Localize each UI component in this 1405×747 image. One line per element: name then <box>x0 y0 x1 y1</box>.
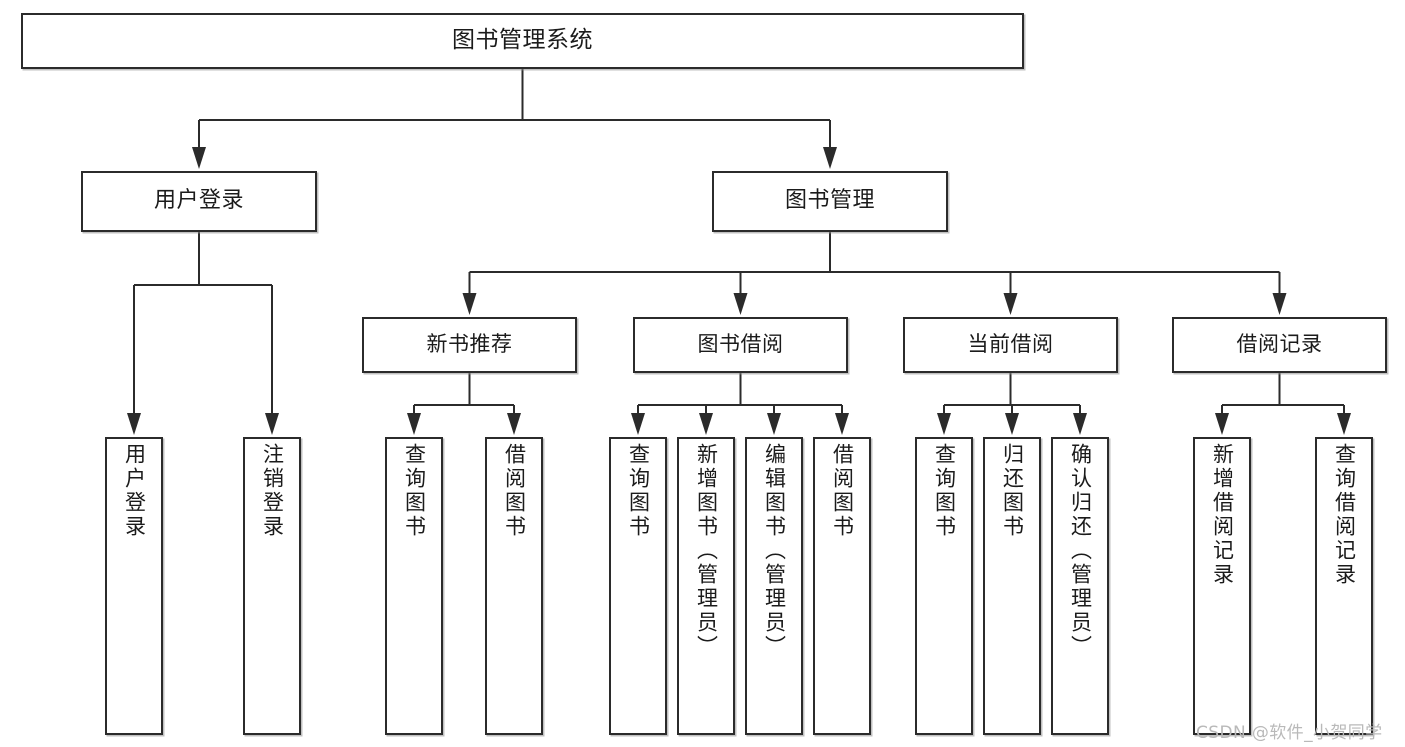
node-leaf-query-book-3[interactable]: 查询图书 <box>915 437 973 735</box>
node-label: 归还图书 <box>1000 443 1025 539</box>
node-label: 图书管理系统 <box>452 27 593 54</box>
node-label: 用户登录 <box>153 188 244 214</box>
arrowhead-current-borrow <box>1003 293 1018 315</box>
node-label: 借阅记录 <box>1236 332 1323 357</box>
arrowhead-leaf-user-login <box>127 413 141 435</box>
node-label: 查询借阅记录 <box>1332 443 1357 587</box>
arrowhead-leaf-query-book-2 <box>631 413 645 435</box>
node-label: 新增借阅记录 <box>1210 443 1235 587</box>
arrowhead-book-borrow <box>733 293 748 315</box>
node-label: 用户登录 <box>122 443 147 539</box>
node-leaf-borrow-book-2[interactable]: 借阅图书 <box>813 437 871 735</box>
node-label: 当前借阅 <box>967 332 1054 357</box>
node-leaf-add-record[interactable]: 新增借阅记录 <box>1193 437 1251 735</box>
node-label: 新书推荐 <box>426 332 513 357</box>
node-leaf-query-record[interactable]: 查询借阅记录 <box>1315 437 1373 735</box>
node-new-book-rec[interactable]: 新书推荐 <box>362 317 577 373</box>
arrowhead-leaf-return-book <box>1005 413 1019 435</box>
node-label: 查询图书 <box>402 443 427 539</box>
node-leaf-query-book-2[interactable]: 查询图书 <box>609 437 667 735</box>
node-current-borrow[interactable]: 当前借阅 <box>903 317 1118 373</box>
node-label: 编辑图书（管理员） <box>762 443 787 659</box>
node-leaf-return-book[interactable]: 归还图书 <box>983 437 1041 735</box>
node-borrow-record[interactable]: 借阅记录 <box>1172 317 1387 373</box>
arrowhead-leaf-query-record <box>1337 413 1351 435</box>
node-root[interactable]: 图书管理系统 <box>21 13 1024 69</box>
arrowhead-leaf-edit-book <box>767 413 781 435</box>
node-leaf-edit-book[interactable]: 编辑图书（管理员） <box>745 437 803 735</box>
node-leaf-borrow-book-1[interactable]: 借阅图书 <box>485 437 543 735</box>
node-label: 查询图书 <box>932 443 957 539</box>
node-label: 图书管理 <box>784 188 875 214</box>
arrowhead-leaf-add-book <box>699 413 713 435</box>
node-book-borrow[interactable]: 图书借阅 <box>633 317 848 373</box>
arrowhead-leaf-add-record <box>1215 413 1229 435</box>
node-leaf-query-book-1[interactable]: 查询图书 <box>385 437 443 735</box>
node-label: 图书借阅 <box>697 332 784 357</box>
node-label: 借阅图书 <box>830 443 855 539</box>
arrowhead-borrow-record <box>1272 293 1287 315</box>
arrowhead-user-login <box>192 147 206 169</box>
node-leaf-user-login[interactable]: 用户登录 <box>105 437 163 735</box>
node-label: 借阅图书 <box>502 443 527 539</box>
arrowhead-leaf-query-book-1 <box>407 413 421 435</box>
arrowhead-leaf-logout <box>265 413 279 435</box>
node-book-manage[interactable]: 图书管理 <box>712 171 948 232</box>
arrowhead-leaf-borrow-book-2 <box>835 413 849 435</box>
node-label: 确认归还（管理员） <box>1068 443 1093 659</box>
arrowhead-book-manage <box>823 147 837 169</box>
arrowhead-leaf-borrow-book-1 <box>507 413 521 435</box>
node-leaf-confirm-return[interactable]: 确认归还（管理员） <box>1051 437 1109 735</box>
node-user-login[interactable]: 用户登录 <box>81 171 317 232</box>
node-label: 新增图书（管理员） <box>694 443 719 659</box>
node-leaf-logout[interactable]: 注销登录 <box>243 437 301 735</box>
node-label: 查询图书 <box>626 443 651 539</box>
node-leaf-add-book[interactable]: 新增图书（管理员） <box>677 437 735 735</box>
arrowhead-new-book-rec <box>462 293 477 315</box>
node-label: 注销登录 <box>260 443 285 539</box>
arrowhead-leaf-query-book-3 <box>937 413 951 435</box>
arrowhead-leaf-confirm-return <box>1073 413 1087 435</box>
